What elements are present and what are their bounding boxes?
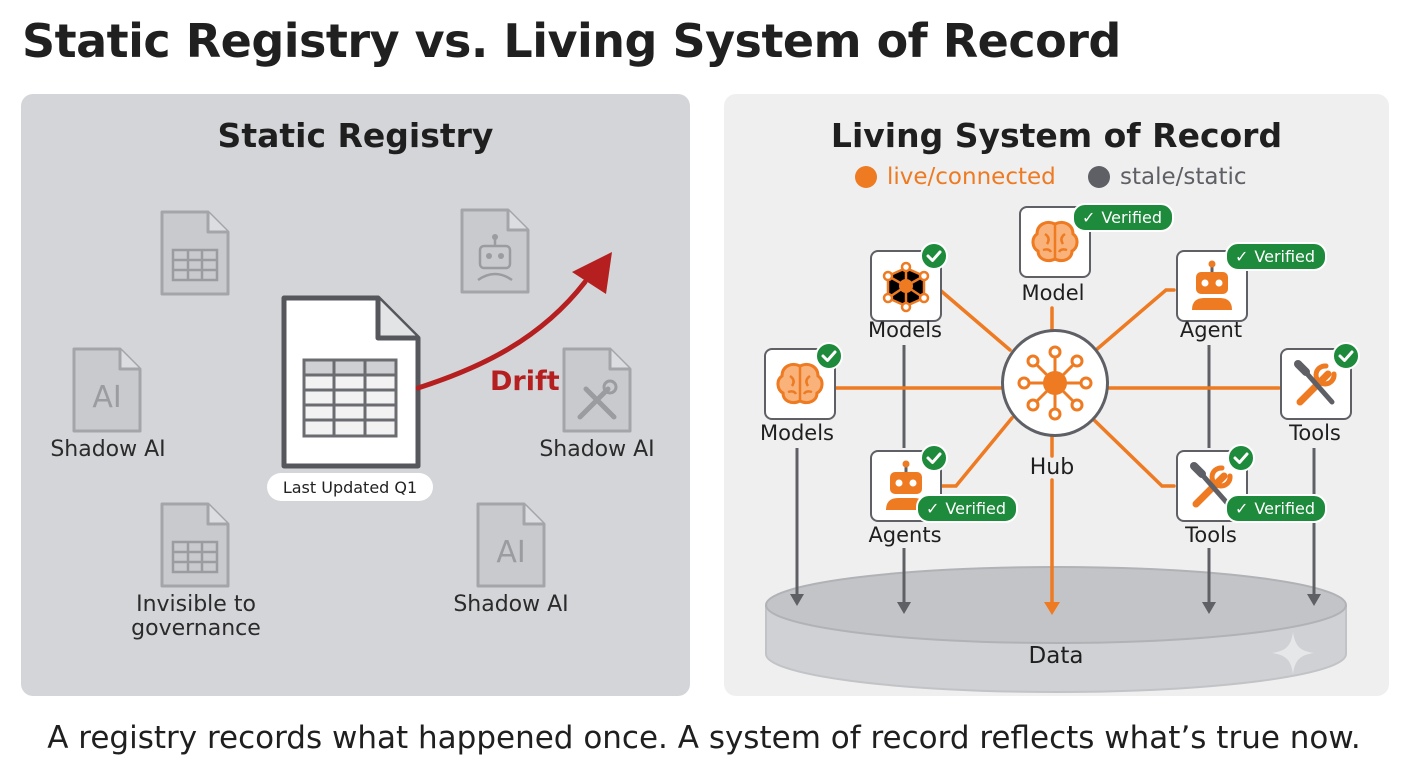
models-left-label: Models bbox=[760, 421, 834, 445]
tools-icon bbox=[1294, 360, 1337, 406]
model-top-label: Model bbox=[1021, 281, 1085, 305]
check-icon: ✓ bbox=[1235, 499, 1249, 518]
faded-spreadsheet-doc-icon-bottom bbox=[160, 502, 230, 588]
check-icon-tools-lower bbox=[1227, 444, 1255, 472]
faded-spreadsheet-doc-icon bbox=[160, 210, 230, 296]
check-icon: ✓ bbox=[1082, 208, 1096, 227]
verified-badge-agent: ✓ Verified bbox=[1225, 242, 1328, 271]
data-store-label: Data bbox=[1028, 643, 1084, 669]
shadow-ai-label-bottom: Shadow AI bbox=[453, 592, 569, 617]
shadow-ai-label-left: Shadow AI bbox=[50, 437, 166, 462]
shadow-ai-label-right: Shadow AI bbox=[539, 437, 655, 462]
tools-right-node[interactable] bbox=[1280, 348, 1352, 420]
live-dot-icon bbox=[855, 166, 877, 188]
tools-lower-label: Tools bbox=[1185, 523, 1237, 547]
neural-network-icon bbox=[882, 261, 930, 313]
legend-live: live/connected bbox=[855, 164, 1056, 190]
registry-document-icon bbox=[281, 295, 421, 469]
verified-badge-agents: ✓ Verified bbox=[916, 494, 1019, 523]
sparkle-icon bbox=[1272, 632, 1314, 674]
brain-icon bbox=[1031, 220, 1079, 263]
page-title: Static Registry vs. Living System of Rec… bbox=[22, 14, 1121, 68]
models-upper-label: Models bbox=[868, 318, 942, 342]
faded-ai-doc-icon-bottom: AI bbox=[476, 502, 546, 588]
faded-robot-doc-icon bbox=[460, 208, 530, 294]
faded-tools-doc-icon bbox=[562, 347, 632, 433]
invisible-governance-label-line1: Invisible to bbox=[136, 592, 256, 617]
check-icon: ✓ bbox=[1235, 247, 1249, 266]
invisible-governance-label-line2: governance bbox=[131, 616, 261, 641]
check-icon: ✓ bbox=[926, 499, 940, 518]
last-updated-badge: Last Updated Q1 bbox=[267, 473, 433, 501]
faded-ai-doc-icon: AI bbox=[72, 347, 142, 433]
legend-stale: stale/static bbox=[1088, 164, 1247, 190]
static-registry-title: Static Registry bbox=[217, 116, 494, 155]
check-icon-agents-lower bbox=[920, 444, 948, 472]
brain-icon bbox=[776, 362, 824, 405]
robot-icon bbox=[1192, 260, 1232, 310]
agent-upper-node[interactable] bbox=[1176, 250, 1248, 322]
model-top-node[interactable] bbox=[1019, 206, 1091, 278]
verified-badge-tools: ✓ Verified bbox=[1225, 494, 1328, 523]
verified-badge-model: ✓ Verified bbox=[1072, 203, 1175, 232]
agent-upper-label: Agent bbox=[1179, 318, 1243, 342]
living-system-title: Living System of Record bbox=[830, 116, 1283, 155]
svg-text:AI: AI bbox=[92, 380, 121, 415]
legend-stale-label: stale/static bbox=[1120, 164, 1247, 190]
hub-network-icon bbox=[1017, 345, 1093, 421]
check-icon-models-upper bbox=[920, 242, 948, 270]
hub-node[interactable] bbox=[1001, 329, 1109, 437]
drift-label: Drift bbox=[490, 366, 560, 397]
hub-label: Hub bbox=[1029, 455, 1075, 480]
footer-caption: A registry records what happened once. A… bbox=[47, 720, 1361, 756]
tools-icon bbox=[1190, 462, 1233, 508]
stale-dot-icon bbox=[1088, 166, 1110, 188]
legend-live-label: live/connected bbox=[887, 164, 1056, 190]
agents-lower-label: Agents bbox=[868, 523, 942, 547]
check-icon-tools-right bbox=[1332, 342, 1360, 370]
tools-right-label: Tools bbox=[1289, 421, 1341, 445]
svg-text:AI: AI bbox=[496, 535, 525, 570]
check-icon-models-left bbox=[815, 342, 843, 370]
